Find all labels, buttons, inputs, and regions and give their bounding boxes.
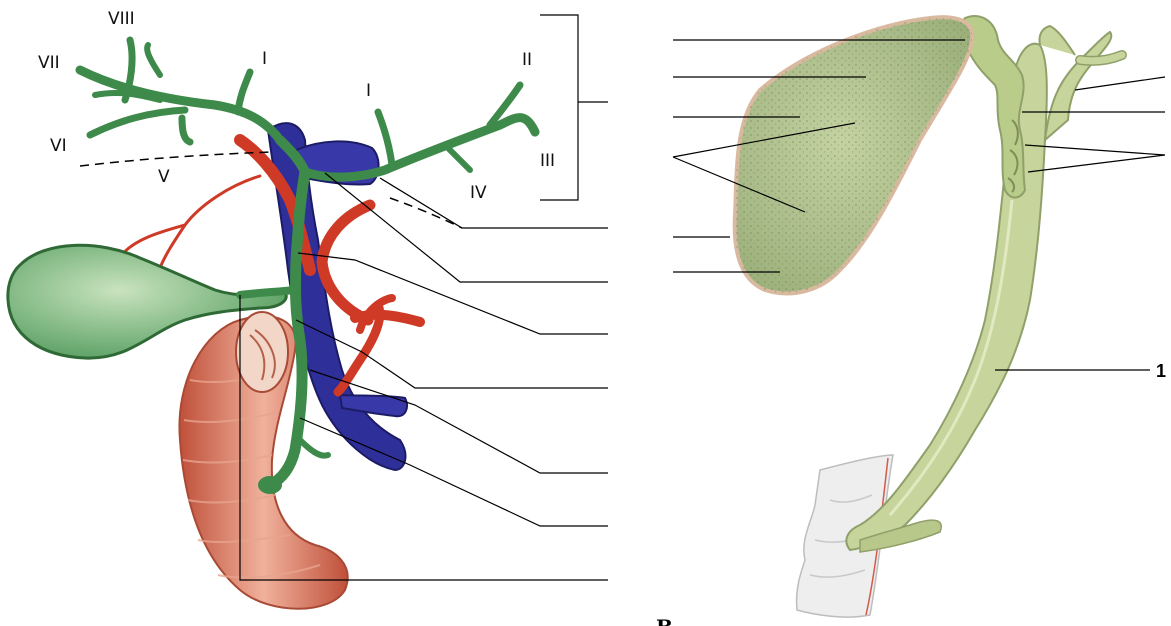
figure-letter-b: B <box>656 615 673 626</box>
segment-label-iv: IV <box>470 183 487 203</box>
segment-label-i-left: I <box>262 49 267 69</box>
segment-label-ii: II <box>522 50 532 70</box>
label-number-1: 1 <box>1156 361 1166 381</box>
segment-label-v: V <box>158 167 170 187</box>
segment-label-viii: VIII <box>108 9 135 29</box>
gallbladder-right <box>735 17 973 293</box>
segment-label-vii: VII <box>38 53 60 73</box>
liver-border-dashed-right <box>390 198 462 228</box>
liver-border-dashed <box>80 152 270 166</box>
segment-label-vi: VI <box>50 136 67 156</box>
segment-label-iii: III <box>540 151 555 171</box>
segment-bracket <box>540 15 608 200</box>
hepatic-ducts <box>1039 26 1122 140</box>
segment-label-i-right: I <box>366 81 371 101</box>
